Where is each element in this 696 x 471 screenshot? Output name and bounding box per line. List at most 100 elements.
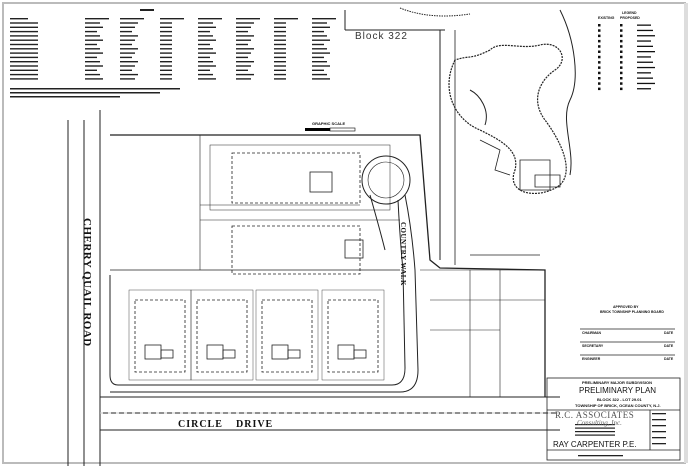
table-cell-text <box>236 56 248 59</box>
table-cell-text <box>120 35 138 37</box>
table-cell-text <box>85 35 100 37</box>
table-cell-text <box>198 61 213 63</box>
table-cell-text <box>274 30 286 33</box>
table-cell-text <box>198 30 210 33</box>
upper-lots <box>209 144 391 275</box>
table-cell-text <box>10 73 38 76</box>
table-cell-text <box>85 18 109 20</box>
table-cell-text <box>312 48 327 50</box>
lot-boundary <box>128 289 192 381</box>
table-cell-text <box>274 56 286 59</box>
table-cell-text <box>274 43 286 46</box>
approval-signer-secretary: SECRETARY <box>582 344 604 348</box>
circle-drive-lines <box>100 396 560 431</box>
legend-item-text <box>637 24 651 26</box>
legend-proposed-symbol <box>620 82 623 85</box>
title-block-field <box>652 425 666 427</box>
table-cell-text <box>312 35 327 37</box>
license-note <box>578 455 623 457</box>
table-cell-text <box>120 65 135 67</box>
table-cell-text <box>198 52 216 54</box>
legend-proposed-symbol <box>620 29 623 32</box>
country-walk-label: COUNTRY WALK <box>399 222 407 286</box>
table-cell-text <box>236 61 254 63</box>
title-block-field <box>652 431 666 433</box>
table-cell-text <box>160 30 172 33</box>
table-cell-text <box>198 39 216 41</box>
table-cell-text <box>160 39 172 41</box>
table-cell-text <box>10 56 38 59</box>
table-cell-text <box>198 48 213 50</box>
legend-existing-symbol <box>598 61 601 64</box>
table-cell-text <box>236 22 254 24</box>
table-cell-text <box>198 78 216 80</box>
approval-heading: APPROVED BY <box>613 305 639 309</box>
table-cell-text <box>274 65 286 67</box>
legend-title: LEGEND <box>622 11 637 15</box>
lot-line <box>199 135 400 270</box>
table-cell-text <box>312 52 330 54</box>
table-cell-text <box>236 35 254 37</box>
table-cell-text <box>312 78 330 80</box>
table-cell-text <box>274 26 286 28</box>
table-cell-text <box>160 61 172 63</box>
table-cell-text <box>198 65 216 67</box>
cherry-quail-road-label: CHERRY QUAIL ROAD <box>81 218 93 347</box>
table-cell-text <box>120 18 144 20</box>
table-cell-text <box>120 26 135 28</box>
table-cell-text <box>312 69 324 71</box>
table-cell-text <box>10 35 38 37</box>
stream-line <box>469 89 487 126</box>
firm-address-line <box>575 431 615 433</box>
table-cell-text <box>85 26 103 28</box>
table-cell-text <box>10 61 38 63</box>
table-cell-text <box>274 69 286 71</box>
table-cell-text <box>10 43 38 46</box>
table-cell-text <box>236 26 251 28</box>
proposed-dwelling <box>271 344 289 360</box>
legend-item-text <box>637 66 655 69</box>
approval-date-label: DATE <box>664 357 674 361</box>
lot-boundary <box>255 289 319 381</box>
legend-item-text <box>637 45 653 47</box>
table-cell-text <box>10 69 38 71</box>
table-cell-text <box>10 48 38 50</box>
lot-boundary <box>190 289 254 381</box>
firm-name: R.C. ASSOCIATES <box>555 410 635 420</box>
legend-item-text <box>637 35 655 37</box>
table-cell-text <box>85 30 97 33</box>
tree-line <box>399 7 471 17</box>
table-cell-text <box>274 35 286 37</box>
table-cell-text <box>85 43 97 46</box>
legend-item-text <box>637 56 651 58</box>
table-cell-text <box>120 43 132 46</box>
table-cell-text <box>198 22 213 24</box>
title-subtitle: PRELIMINARY MAJOR SUBDIVISION <box>582 380 653 385</box>
table-cell-text <box>85 65 103 67</box>
legend-existing-symbol <box>598 24 601 27</box>
lot-building-envelope <box>196 299 248 373</box>
legend-proposed-symbol <box>620 50 623 53</box>
table-cell-text <box>10 65 38 67</box>
proposed-dwelling <box>337 344 355 360</box>
table-cell-text <box>10 22 38 24</box>
table-cell-text <box>120 73 138 76</box>
legend-proposed-symbol <box>620 34 623 38</box>
approval-signature-lines <box>580 328 675 356</box>
legend-existing-symbol <box>598 34 601 38</box>
lower-lots <box>128 289 385 381</box>
legend-existing-symbol <box>598 39 601 43</box>
table-cell-text <box>160 65 172 67</box>
table-cell-text <box>85 69 97 71</box>
table-cell-text <box>274 78 286 80</box>
approval-date-label: DATE <box>664 344 674 348</box>
table-cell-text <box>10 78 38 80</box>
title-main: PRELIMINARY PLAN <box>579 386 657 395</box>
table-cell-text <box>85 48 100 50</box>
table-cell-text <box>160 56 172 59</box>
table-cell-text <box>160 18 184 20</box>
table-cell-text <box>160 69 172 71</box>
table-cell-text <box>10 39 38 41</box>
table-cell-text <box>120 69 132 71</box>
